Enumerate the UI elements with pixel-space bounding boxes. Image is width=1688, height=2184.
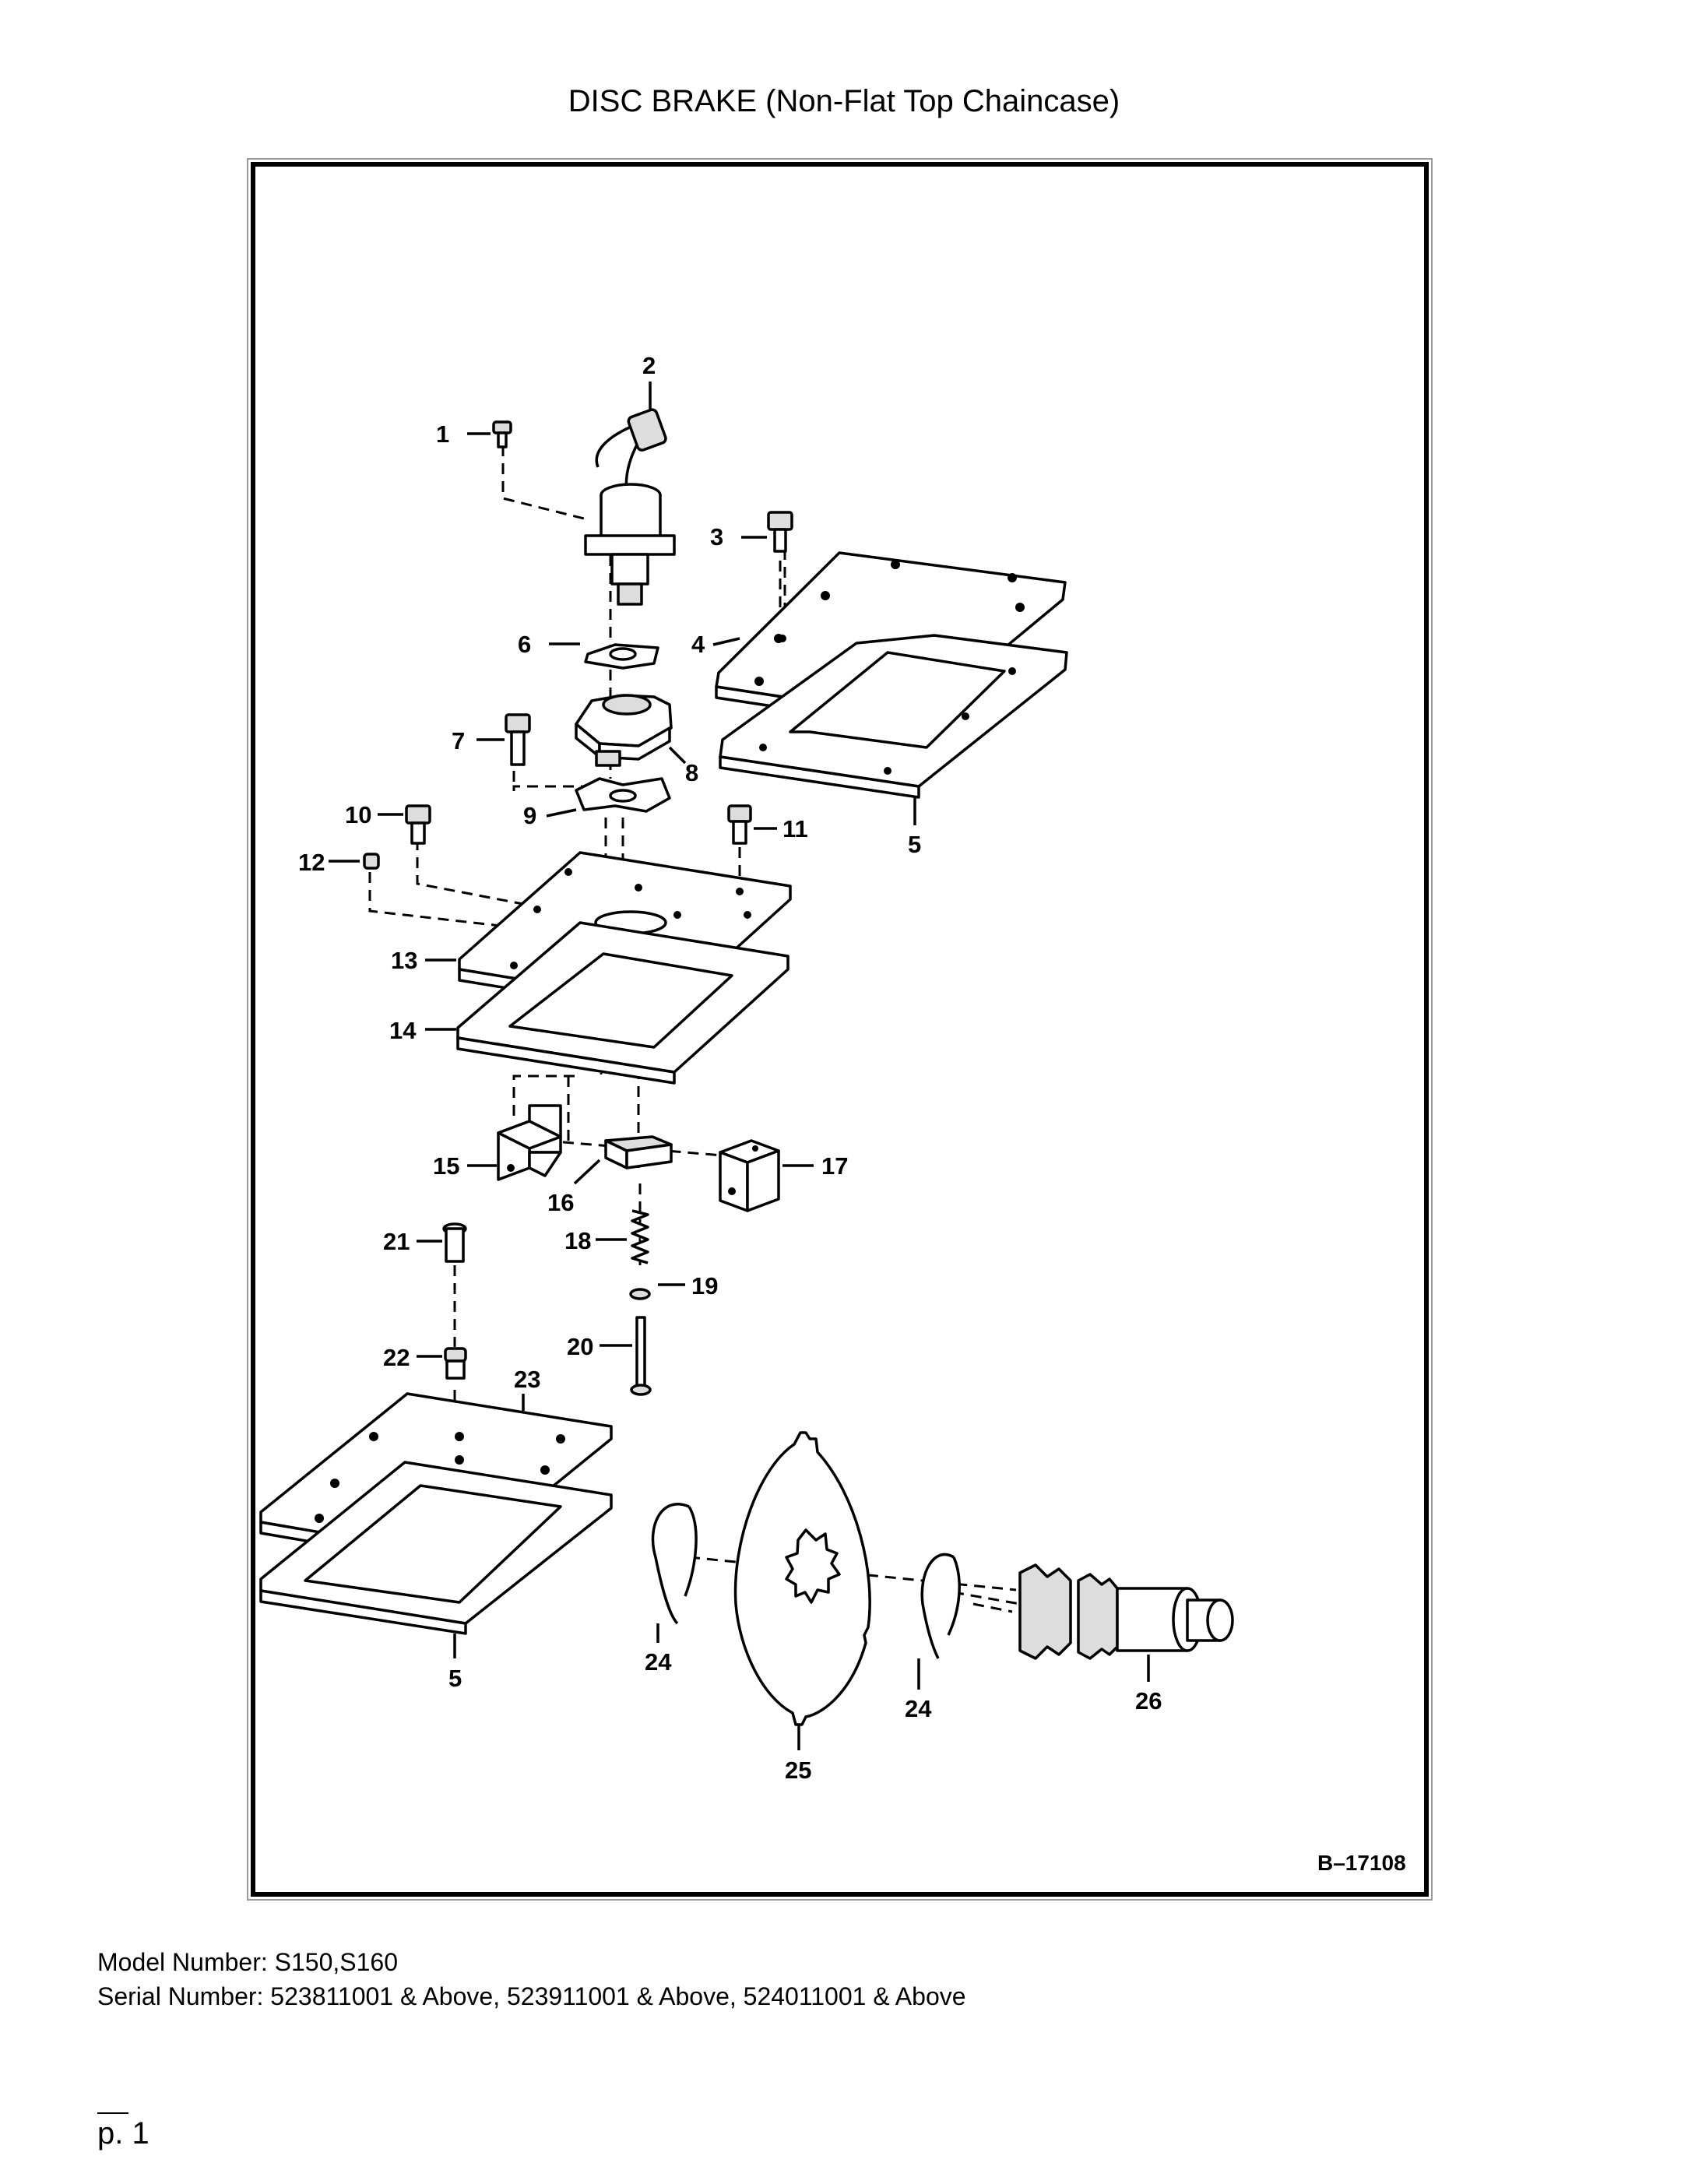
callout-13: 13 [391, 947, 417, 974]
retaining-ring-part-24-left [651, 1503, 698, 1625]
callout-5-lower: 5 [448, 1665, 462, 1692]
callout-7: 7 [452, 727, 465, 754]
callout-23: 23 [514, 1366, 540, 1393]
callout-6: 6 [518, 631, 531, 658]
solenoid-part [584, 408, 676, 606]
model-number: Model Number: S150,S160 [97, 1948, 398, 1976]
callout-20: 20 [567, 1333, 593, 1360]
bolt-part-11 [727, 804, 752, 845]
gasket-part-6 [584, 643, 659, 670]
callout-8: 8 [685, 759, 698, 786]
retaining-ring-part-24-right [920, 1553, 961, 1659]
page-number: p. 1 [97, 2116, 149, 2151]
bolt-part-20 [630, 1316, 652, 1396]
callout-10: 10 [345, 801, 371, 828]
bolt-part-3 [767, 511, 793, 553]
callout-14: 14 [389, 1017, 417, 1044]
gasket-part-5-upper [719, 634, 1068, 799]
callout-9: 9 [523, 802, 536, 829]
callout-21: 21 [383, 1228, 410, 1255]
callout-5: 5 [908, 831, 921, 858]
callout-19: 19 [691, 1272, 718, 1299]
callout-15: 15 [433, 1152, 459, 1180]
brake-disc-part-25 [733, 1431, 871, 1726]
callout-11: 11 [782, 815, 808, 842]
screw-part-1 [492, 420, 512, 448]
pin-part-21 [442, 1222, 467, 1263]
valve-body-part-8 [575, 694, 673, 767]
callout-24-right: 24 [905, 1695, 932, 1722]
callout-3: 3 [710, 523, 723, 550]
callout-26: 26 [1135, 1687, 1162, 1714]
callout-24-left: 24 [645, 1648, 672, 1676]
page-marker-line [97, 2112, 128, 2114]
callout-12: 12 [298, 849, 325, 876]
drawing-reference: B–17108 [1317, 1851, 1406, 1875]
diagram-frame [251, 162, 1429, 1897]
callout-2: 2 [642, 352, 656, 379]
callout-25: 25 [785, 1757, 811, 1784]
block-part-16 [604, 1135, 673, 1169]
bushing-part-22 [444, 1347, 467, 1380]
bracket-part-17 [719, 1139, 780, 1212]
callout-1: 1 [436, 420, 449, 448]
callout-17: 17 [821, 1152, 848, 1180]
bolt-part-7 [505, 713, 531, 766]
gasket-part-9 [575, 777, 671, 813]
callout-labels: 1 2 3 4 5 6 7 8 9 10 11 12 13 14 15 16 1… [298, 352, 1406, 1875]
gasket-part-5-lower [259, 1461, 613, 1635]
nut-part-12 [363, 853, 380, 870]
bolt-part-10 [405, 804, 431, 845]
leader-lines [329, 382, 1150, 1750]
sprocket-part-26 [1018, 1563, 1234, 1660]
spring-part-18 [631, 1209, 649, 1264]
bracket-part-15 [497, 1104, 562, 1181]
page-title: DISC BRAKE (Non-Flat Top Chaincase) [568, 84, 1120, 118]
gasket-part-14 [456, 921, 789, 1085]
callout-22: 22 [383, 1344, 410, 1371]
washer-part-19 [629, 1288, 651, 1300]
callout-18: 18 [564, 1227, 591, 1254]
callout-4: 4 [691, 631, 705, 658]
callout-16: 16 [547, 1189, 574, 1216]
diagram-frame-outer [247, 158, 1433, 1901]
serial-number: Serial Number: 523811001 & Above, 523911… [97, 1982, 966, 2010]
